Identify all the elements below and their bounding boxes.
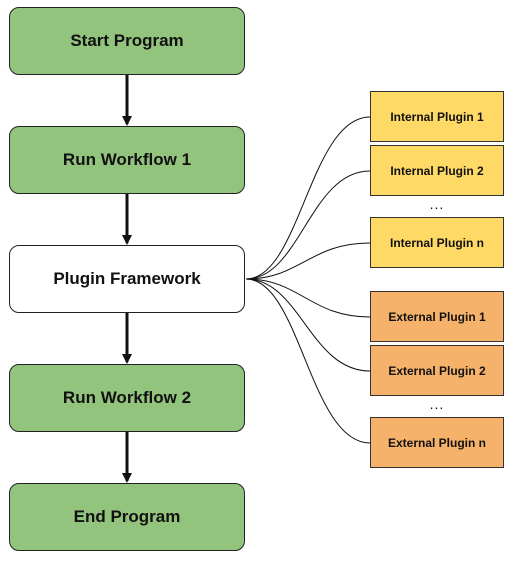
internal-plugin-1-node: Internal Plugin 1: [370, 91, 504, 142]
plugin-framework-label: Plugin Framework: [53, 269, 201, 288]
start-program-label: Start Program: [70, 31, 184, 50]
internal-plugin-n-node: Internal Plugin n: [370, 217, 504, 268]
external-plugin-n-node: External Plugin n: [370, 417, 504, 468]
external-plugin-2-node: External Plugin 2: [370, 345, 504, 396]
external-plugin-n-label: External Plugin n: [387, 435, 486, 450]
internal-plugins-ellipsis: ...: [429, 196, 445, 212]
run-workflow-2-node: Run Workflow 2: [9, 364, 245, 432]
external-plugin-1-node: External Plugin 1: [370, 291, 504, 342]
internal-plugin-n-label: Internal Plugin n: [389, 235, 484, 250]
start-program-node: Start Program: [9, 7, 245, 75]
connector-internal-plugin-n: [245, 242, 371, 280]
connector-external-plugin-n: [245, 278, 371, 444]
internal-plugin-1-label: Internal Plugin 1: [390, 109, 484, 124]
connector-external-plugin-1: [245, 278, 371, 318]
connector-internal-plugin-1: [245, 116, 371, 280]
end-program-label: End Program: [73, 507, 181, 526]
external-plugin-2-label: External Plugin 2: [388, 363, 486, 378]
plugin-framework-node: Plugin Framework: [9, 245, 245, 313]
end-program-node: End Program: [9, 483, 245, 551]
internal-plugin-2-label: Internal Plugin 2: [390, 163, 484, 178]
external-plugin-1-label: External Plugin 1: [388, 309, 486, 324]
run-workflow-1-label: Run Workflow 1: [62, 150, 192, 169]
connector-internal-plugin-2: [245, 170, 371, 280]
run-workflow-2-label: Run Workflow 2: [62, 388, 192, 407]
external-plugins-ellipsis: ...: [429, 396, 445, 412]
connector-external-plugin-2: [245, 278, 371, 372]
run-workflow-1-node: Run Workflow 1: [9, 126, 245, 194]
internal-plugin-2-node: Internal Plugin 2: [370, 145, 504, 196]
